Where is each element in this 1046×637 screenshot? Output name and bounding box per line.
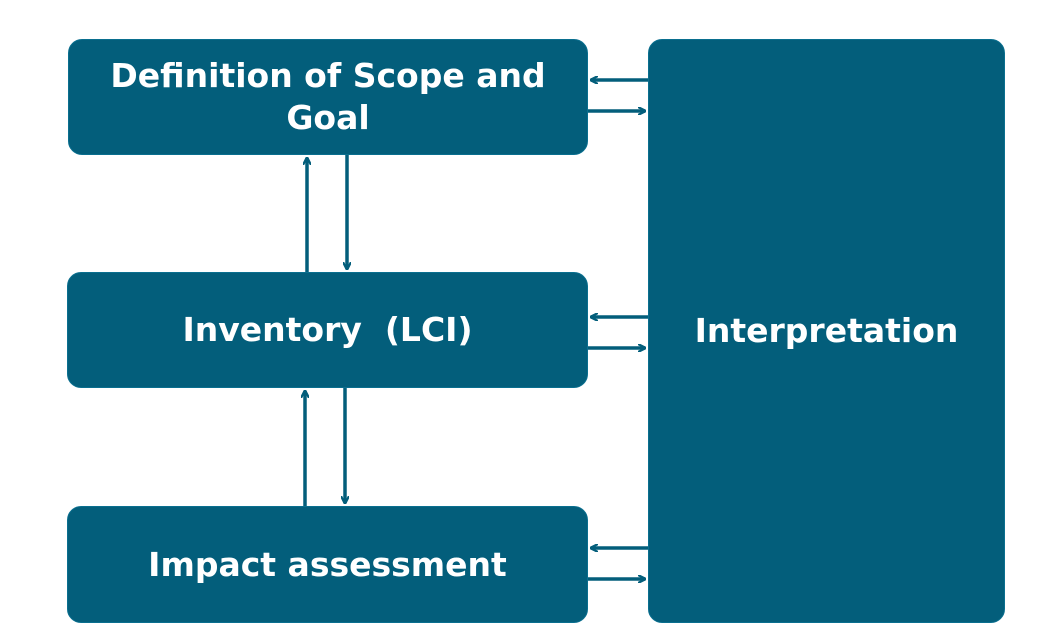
impact-assessment-label: Impact assessment — [148, 544, 507, 584]
scope-and-goal-box: Definition of Scope and Goal — [68, 39, 588, 155]
scope-and-goal-label: Definition of Scope and Goal — [110, 56, 546, 137]
inventory-label: Inventory (LCI) — [182, 310, 473, 349]
interpretation-box: Interpretation — [648, 39, 1005, 623]
impact-assessment-box: Impact assessment — [67, 506, 588, 623]
interpretation-label: Interpretation — [694, 311, 959, 350]
inventory-box: Inventory (LCI) — [67, 272, 588, 388]
